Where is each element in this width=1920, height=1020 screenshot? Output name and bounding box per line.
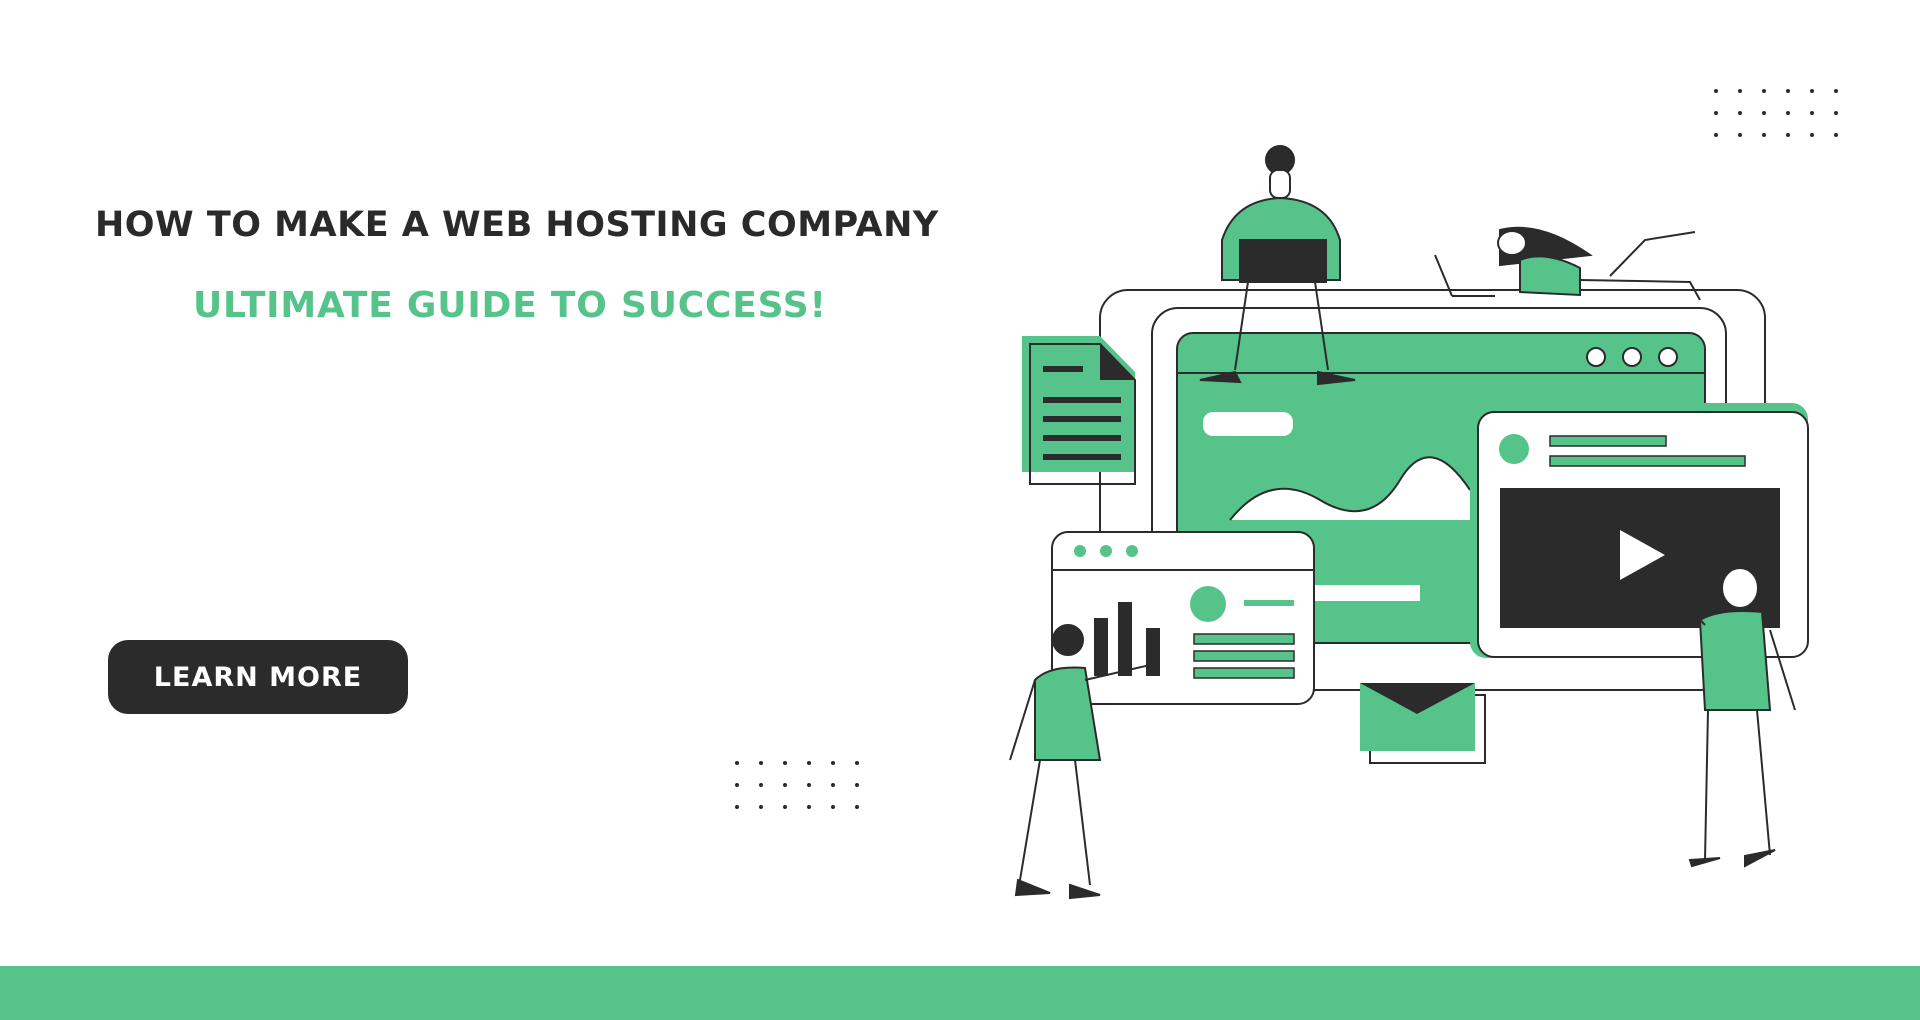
decorative-dots-top [1714,89,1838,137]
footer-accent-bar [0,966,1920,1020]
bar-chart-icon [1051,531,1315,705]
document-icon [1022,336,1136,485]
web-hosting-illustration [1009,145,1809,900]
headline: HOW TO MAKE A WEB HOSTING COMPANY [95,205,939,245]
envelope-icon [1360,683,1486,764]
play-icon [1620,530,1665,580]
person-thinking [1688,554,1796,868]
learn-more-button[interactable]: LEARN MORE [108,640,408,714]
person-pointing [1009,624,1151,900]
person-with-laptop [1199,145,1356,386]
decorative-dots-bottom [735,761,859,809]
subheadline: ULTIMATE GUIDE TO SUCCESS! [193,285,827,326]
person-lying-with-laptop [1434,226,1701,301]
